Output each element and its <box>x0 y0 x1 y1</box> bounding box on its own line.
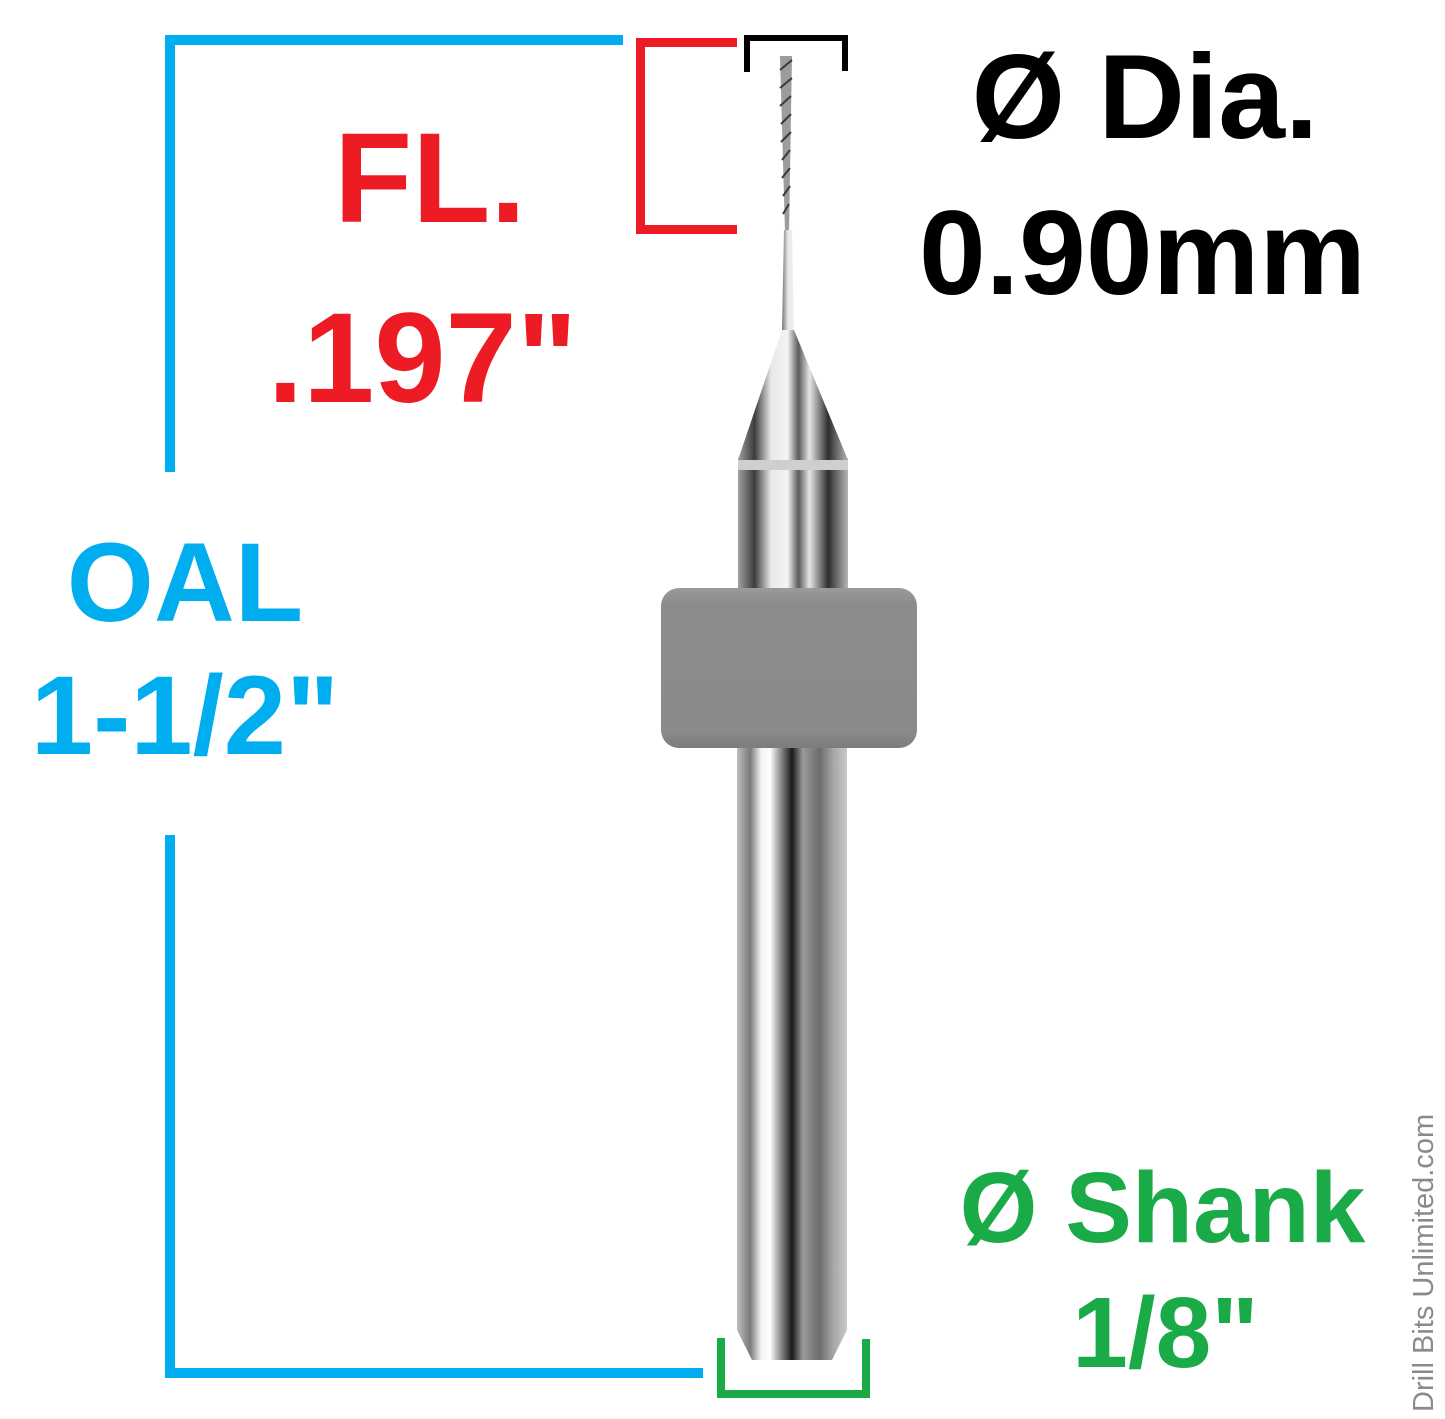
dia-bracket-right <box>842 35 848 71</box>
oal-title: OAL <box>66 520 304 645</box>
shank-value: 1/8" <box>1072 1277 1259 1389</box>
flute-length-value: .197" <box>267 287 578 430</box>
diameter-value: 0.90mm <box>919 186 1366 320</box>
fl-bracket-vertical <box>636 38 645 234</box>
shank-title: Ø Shank <box>959 1152 1366 1264</box>
fl-bracket-top <box>636 38 737 47</box>
shank-bracket-left <box>717 1338 725 1398</box>
shank-bracket-bottom <box>717 1390 870 1398</box>
router-bit-icon <box>661 56 917 1360</box>
shank-bracket-right <box>862 1339 870 1398</box>
oal-bracket-lower-vertical <box>165 835 175 1378</box>
dia-bracket-left <box>744 35 750 72</box>
fl-bracket-bottom <box>636 225 737 234</box>
oal-value: 1-1/2" <box>30 653 340 778</box>
oal-bracket-upper-vertical <box>165 35 175 472</box>
oal-bracket-bottom <box>165 1368 703 1378</box>
watermark-text: Drill Bits Unlimited.com <box>1408 1113 1440 1412</box>
flute-length-title: FL. <box>334 107 526 250</box>
diameter-title: Ø Dia. <box>971 30 1319 164</box>
dia-bracket-top <box>744 35 848 41</box>
oal-bracket-top <box>165 35 623 45</box>
